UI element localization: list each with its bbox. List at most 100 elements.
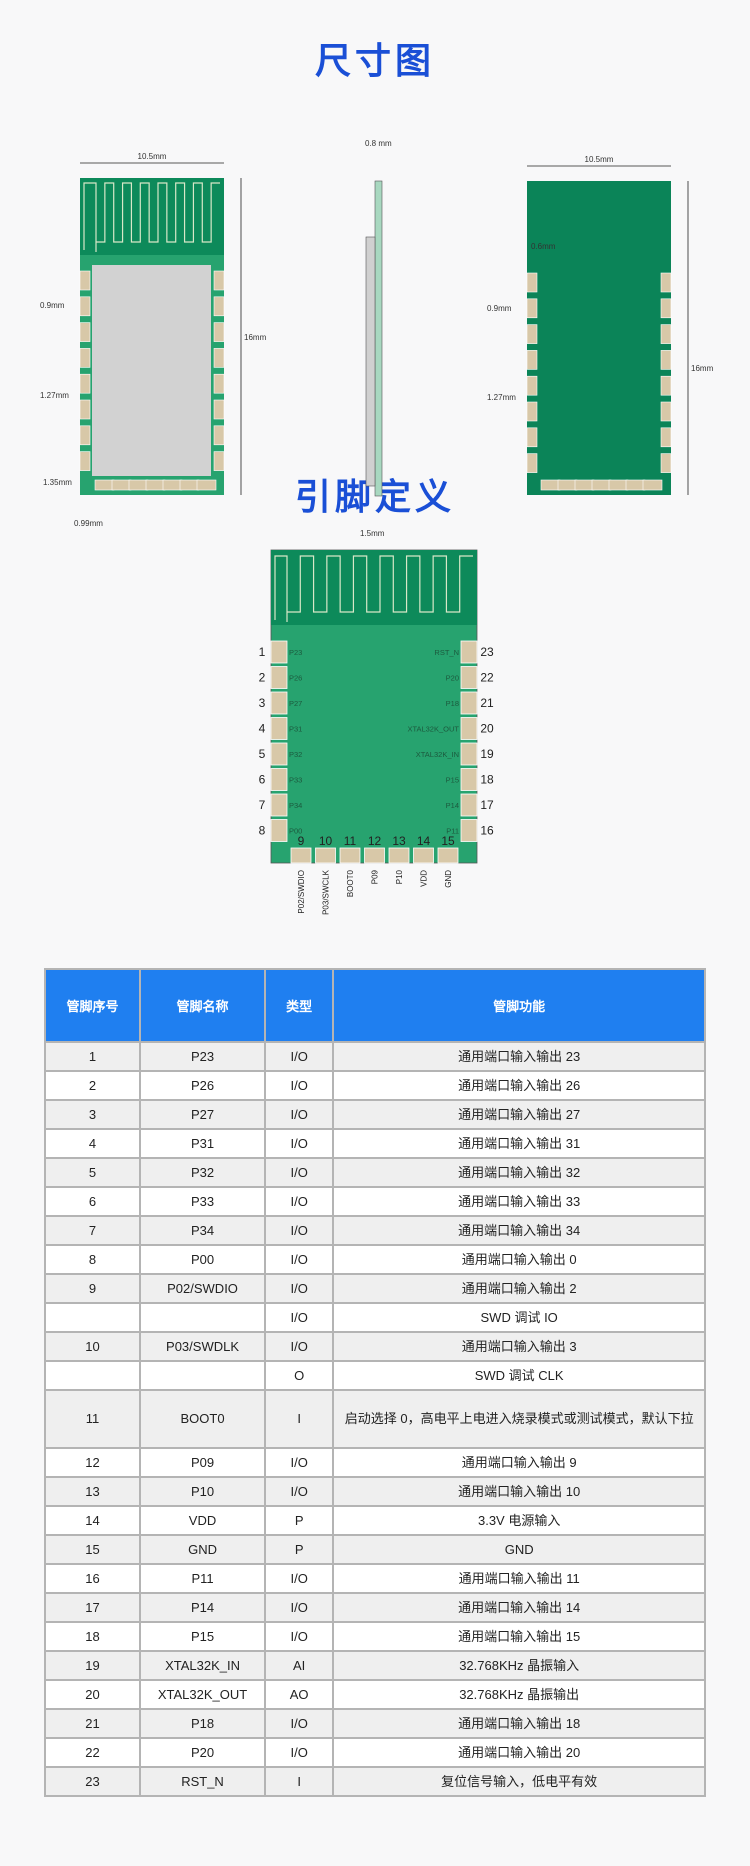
pin-label: P02/SWDIO <box>297 870 306 914</box>
pin-number-cell: 4 <box>43 1128 142 1159</box>
back-pitch-label: 1.27mm <box>487 393 516 402</box>
pin-type-cell: I <box>263 1766 335 1797</box>
pin-number-cell: 14 <box>43 1505 142 1536</box>
pin-pad <box>460 691 478 715</box>
pin-type-cell: I/O <box>263 1070 335 1101</box>
pin-number-cell: 12 <box>43 1447 142 1478</box>
pin-pad <box>388 847 410 864</box>
pin-number: 18 <box>480 773 494 787</box>
side-pad <box>79 322 91 342</box>
side-pad <box>79 451 91 471</box>
pin-name-cell: P11 <box>139 1563 266 1594</box>
pin-label: GND <box>444 870 453 888</box>
back-edge-label: 0.6mm <box>531 242 556 251</box>
side-pad <box>660 324 672 344</box>
column-header: 类型 <box>263 968 335 1043</box>
pin-label: P34 <box>289 801 302 810</box>
bottom-pad <box>94 479 115 491</box>
pin-name-cell: VDD <box>139 1505 266 1536</box>
side-pad <box>213 348 225 368</box>
pin-name-cell: XTAL32K_IN <box>139 1650 266 1681</box>
pin-number-cell: 9 <box>43 1273 142 1304</box>
bottom-pad <box>574 479 595 491</box>
pin-name-cell <box>139 1360 266 1391</box>
pin-pad <box>270 666 288 689</box>
pin-name-cell: P27 <box>139 1099 266 1130</box>
pin-pad <box>364 847 385 864</box>
front-edge-label: 0.99mm <box>74 519 103 528</box>
pin-number-cell: 15 <box>43 1534 142 1565</box>
pin-type-cell: I/O <box>263 1215 335 1246</box>
side-pad <box>213 373 225 394</box>
pin-label: P00 <box>289 827 302 836</box>
pin-name-cell: P32 <box>139 1157 266 1188</box>
bottom-pad <box>591 479 612 491</box>
pin-function-cell: 通用端口输入输出 23 <box>332 1041 706 1072</box>
bottom-pad <box>111 479 132 491</box>
pin-pad <box>315 847 336 864</box>
pin-number-cell: 8 <box>43 1244 142 1275</box>
pin-number: 20 <box>480 722 494 736</box>
side-pad <box>79 425 91 446</box>
table-header-row: 管脚序号管脚名称类型管脚功能 <box>43 968 706 1043</box>
pin-function-cell: 通用端口输入输出 33 <box>332 1186 706 1217</box>
pin-function-cell: 通用端口输入输出 2 <box>332 1273 706 1304</box>
pin-type-cell: I/O <box>263 1563 335 1594</box>
pin-function-cell: 通用端口输入输出 27 <box>332 1099 706 1130</box>
side-pad <box>660 272 672 293</box>
pin-function-cell: SWD 调试 CLK <box>332 1360 706 1391</box>
pin-label: P26 <box>289 674 302 683</box>
antenna-trace <box>83 182 220 252</box>
pin-label: BOOT0 <box>346 869 355 897</box>
pin-pad <box>270 717 288 740</box>
pin-pad <box>460 717 478 740</box>
side-pad <box>526 427 538 448</box>
pin-number: 10 <box>319 834 333 848</box>
pcb-thickness-label: 0.8 mm <box>365 139 392 148</box>
pin-number-cell: 19 <box>43 1650 142 1681</box>
pin-label: P14 <box>446 801 459 810</box>
back-height-label: 16mm <box>691 364 714 373</box>
pin-label: P18 <box>446 699 459 708</box>
pin-name-cell: P15 <box>139 1621 266 1652</box>
front-width-label: 10.5mm <box>138 152 167 161</box>
pin-number: 8 <box>259 824 266 838</box>
pin-type-cell: AO <box>263 1679 335 1710</box>
pin-pad <box>290 847 312 864</box>
pin-number-cell: 13 <box>43 1476 142 1507</box>
pin-label: RST_N <box>434 648 459 657</box>
pin-pad <box>460 768 478 791</box>
pin-number: 6 <box>259 773 266 787</box>
pin-name-cell: P18 <box>139 1708 266 1739</box>
pin-type-cell: I/O <box>263 1244 335 1275</box>
side-pad <box>526 324 538 344</box>
pin-number: 17 <box>480 798 494 812</box>
pin-function-cell: 3.3V 电源输入 <box>332 1505 706 1536</box>
side-pad <box>526 453 538 473</box>
side-pad <box>79 270 91 291</box>
pin-type-cell: I <box>263 1389 335 1449</box>
pin-name-cell: P14 <box>139 1592 266 1623</box>
bottom-pad <box>540 479 561 491</box>
pin-function-cell: SWD 调试 IO <box>332 1302 706 1333</box>
pin-type-cell: I/O <box>263 1157 335 1188</box>
pin-function-cell: 通用端口输入输出 9 <box>332 1447 706 1478</box>
pin-function-cell: 通用端口输入输出 11 <box>332 1563 706 1594</box>
pin-function-cell: 通用端口输入输出 3 <box>332 1331 706 1362</box>
pin-function-cell: 启动选择 0，高电平上电进入烧录模式或测试模式，默认下拉 <box>332 1389 706 1449</box>
pin-type-cell: I/O <box>263 1041 335 1072</box>
pin-type-cell: I/O <box>263 1186 335 1217</box>
pin-type-cell: P <box>263 1534 335 1565</box>
pin-pad <box>437 847 459 864</box>
bottom-pad <box>557 479 578 491</box>
pin-name-cell: P09 <box>139 1447 266 1478</box>
pin-number-cell: 3 <box>43 1099 142 1130</box>
